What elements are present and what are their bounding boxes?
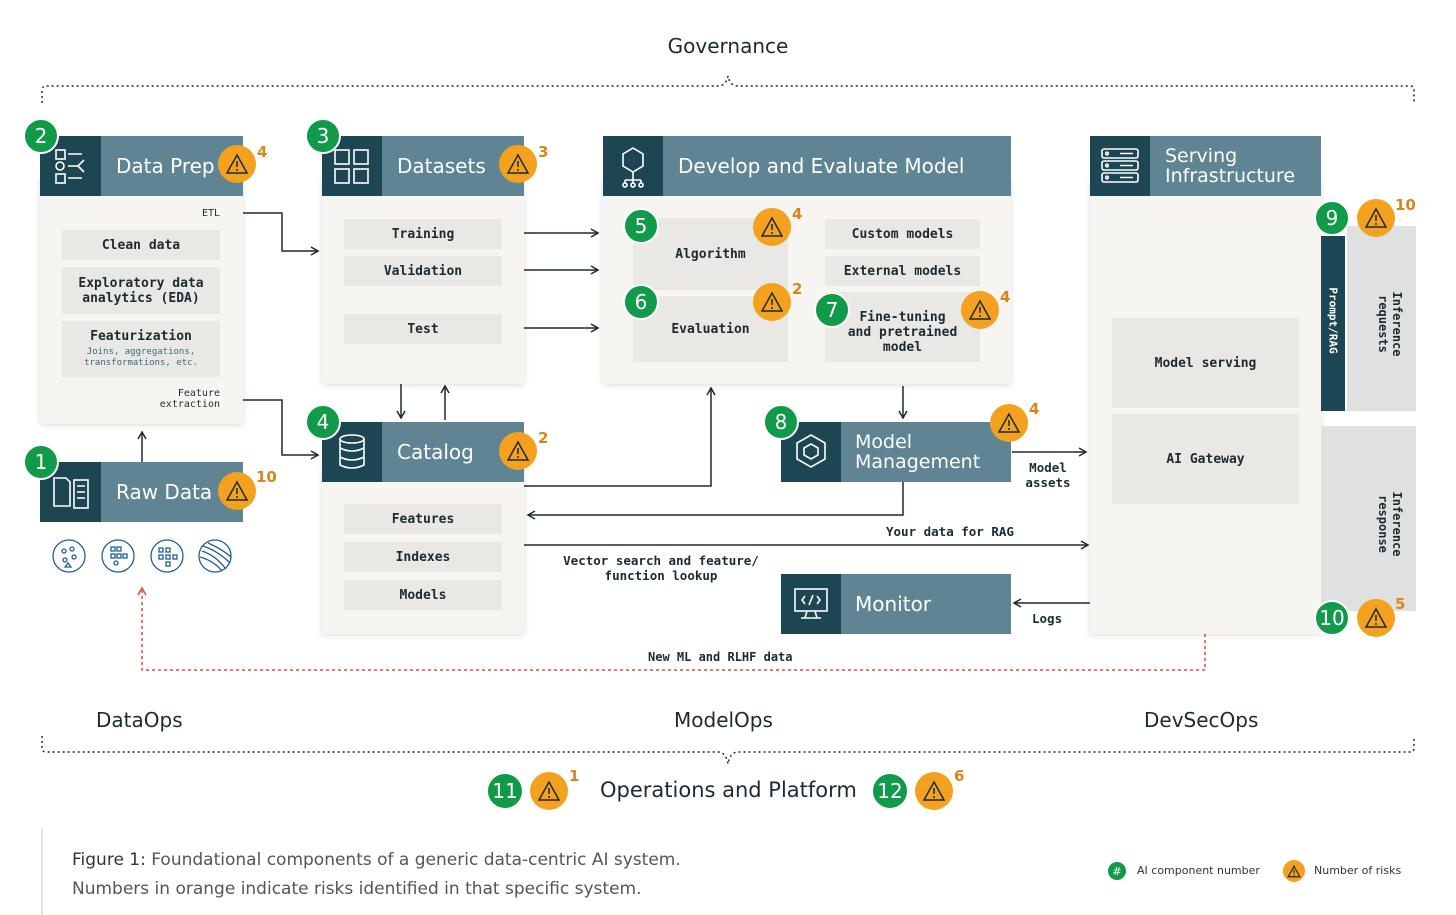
risk-warning-icon xyxy=(218,145,256,183)
risk-warning-icon xyxy=(990,404,1028,442)
develop-title: Develop and Evaluate Model xyxy=(678,154,965,178)
component-number-1: 1 xyxy=(23,444,59,480)
fine-tuning-risk-count: 4 xyxy=(1000,288,1011,306)
develop-header xyxy=(603,136,1011,196)
response-risk-count: 5 xyxy=(1395,595,1406,613)
logs-label: Logs xyxy=(1032,611,1063,626)
prompt-rag-label: Prompt/RAG xyxy=(1326,287,1340,354)
vector-search-label: Vector search and feature/ function look… xyxy=(563,553,759,583)
monitor-title: Monitor xyxy=(855,592,932,616)
component-number-6: 6 xyxy=(623,284,659,320)
serving-risk-count: 10 xyxy=(1395,196,1416,214)
risk-warning-icon xyxy=(1283,860,1305,882)
ops-risk-count-b: 6 xyxy=(954,767,965,785)
component-number-4: 4 xyxy=(305,404,341,440)
develop-icon xyxy=(603,136,663,196)
devsecops-label: DevSecOps xyxy=(1144,708,1259,732)
component-number-3: 3 xyxy=(305,118,341,154)
inference-response-bar xyxy=(1321,426,1416,611)
new-ml-label: New ML and RLHF data xyxy=(648,650,793,664)
component-number-10: 10 xyxy=(1314,600,1350,636)
algorithm-risk-count: 4 xyxy=(792,205,803,223)
risk-warning-icon xyxy=(499,432,537,470)
data-source-icons xyxy=(52,539,232,573)
featurization-label: Featurization xyxy=(90,329,192,344)
ai-gateway-item: AI Gateway xyxy=(1112,414,1299,504)
risk-warning-icon xyxy=(915,772,953,810)
indexes-item: Indexes xyxy=(344,542,502,572)
training-item: Training xyxy=(344,219,502,249)
inference-requests-bar xyxy=(1347,226,1416,411)
ops-risk-count-a: 1 xyxy=(569,767,580,785)
fine-tuning-item: Fine-tuning and pretrained model xyxy=(825,292,980,362)
featurization-sub: Joins, aggregations, transformations, et… xyxy=(84,347,198,368)
features-item: Features xyxy=(344,504,502,534)
risk-warning-icon xyxy=(499,145,537,183)
evaluation-risk-count: 2 xyxy=(792,280,803,298)
inference-response-label: Inference response xyxy=(1376,491,1404,557)
model-management-title: Model Management xyxy=(855,431,981,473)
validation-item: Validation xyxy=(344,256,502,286)
component-number-7: 7 xyxy=(814,292,850,328)
catalog-title: Catalog xyxy=(397,440,474,464)
risk-warning-icon xyxy=(1357,599,1395,637)
caption-line2: Numbers in orange indicate risks identif… xyxy=(72,879,642,899)
risk-warning-icon xyxy=(961,291,999,329)
component-number-5: 5 xyxy=(623,208,659,244)
test-item: Test xyxy=(344,314,502,344)
featurization-item: Featurization Joins, aggregations, trans… xyxy=(62,321,220,377)
clean-data-item: Clean data xyxy=(62,230,220,260)
component-number-11: 11 xyxy=(486,772,524,810)
model-serving-item: Model serving xyxy=(1112,318,1299,408)
legend-component-number-label: AI component number xyxy=(1137,864,1260,877)
component-number-2: 2 xyxy=(23,118,59,154)
etl-label: ETL xyxy=(202,208,221,219)
your-data-rag-label: Your data for RAG xyxy=(886,524,1014,539)
operations-platform-label: Operations and Platform xyxy=(600,778,857,802)
raw-data-risk-count: 10 xyxy=(256,468,277,486)
risk-warning-icon xyxy=(753,208,791,246)
datasets-title: Datasets xyxy=(397,154,486,178)
risk-warning-icon xyxy=(753,283,791,321)
caption-label: Figure 1: xyxy=(72,850,146,870)
component-number-12: 12 xyxy=(871,772,909,810)
component-number-8: 8 xyxy=(763,404,799,440)
governance-label: Governance xyxy=(667,34,789,58)
eda-item: Exploratory data analytics (EDA) xyxy=(62,267,220,314)
model-management-risk-count: 4 xyxy=(1029,400,1040,418)
serving-title: Serving Infrastructure xyxy=(1165,145,1296,187)
models-item: Models xyxy=(344,580,502,610)
model-assets-label: Model assets xyxy=(1025,460,1071,490)
dataops-label: DataOps xyxy=(96,708,183,732)
raw-data-title: Raw Data xyxy=(116,480,213,504)
figure-caption: Figure 1: Foundational components of a g… xyxy=(72,846,681,904)
prompt-rag-bar xyxy=(1321,236,1345,411)
legend-component-number-icon: # xyxy=(1106,860,1128,882)
datasets-risk-count: 3 xyxy=(538,143,549,161)
legend-number-of-risks-label: Number of risks xyxy=(1314,864,1402,877)
risk-warning-icon xyxy=(218,472,256,510)
caption-line1: Foundational components of a generic dat… xyxy=(145,850,681,870)
caption-rule xyxy=(41,828,43,915)
catalog-risk-count: 2 xyxy=(538,429,549,447)
custom-models-item: Custom models xyxy=(825,219,980,249)
server-icon xyxy=(1090,136,1150,196)
data-prep-title: Data Prep xyxy=(116,154,215,178)
inference-requests-label: Inference requests xyxy=(1376,291,1404,357)
external-models-item: External models xyxy=(825,256,980,286)
feature-extraction-label: Feature extraction xyxy=(159,388,220,410)
risk-warning-icon xyxy=(530,772,568,810)
monitor-icon xyxy=(781,574,841,634)
modelops-label: ModelOps xyxy=(674,708,773,732)
component-number-9: 9 xyxy=(1314,200,1350,236)
risk-warning-icon xyxy=(1357,199,1395,237)
data-prep-risk-count: 4 xyxy=(257,143,268,161)
